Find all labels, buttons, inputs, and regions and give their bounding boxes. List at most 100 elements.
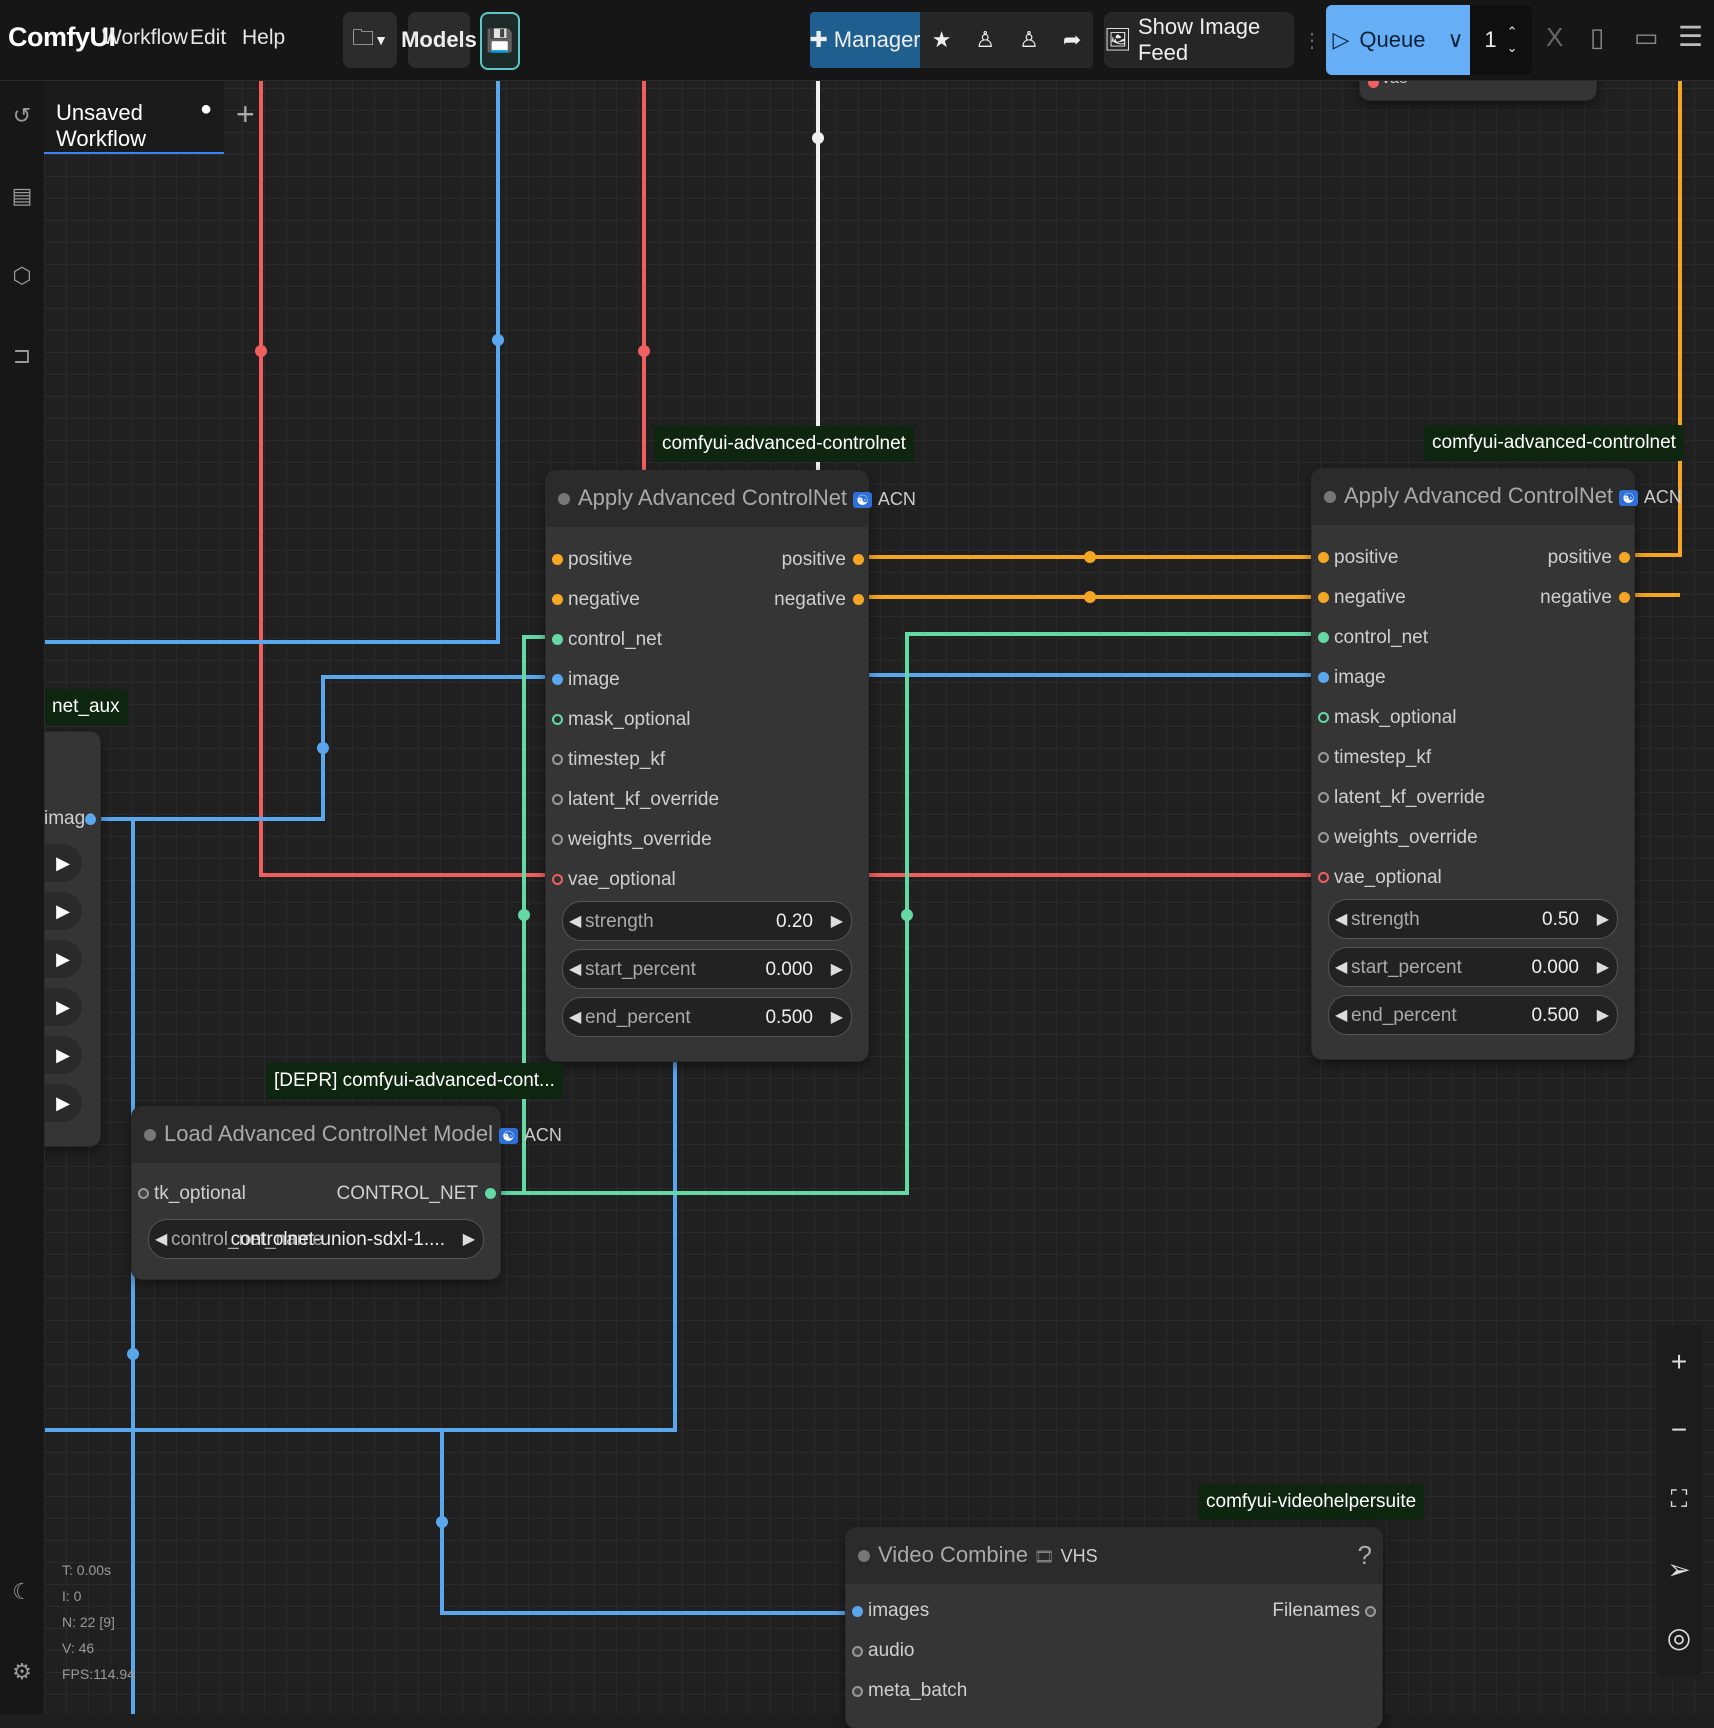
- apply1-input-timestep-kf[interactable]: [552, 754, 563, 765]
- increment-arrow-icon[interactable]: ▶: [830, 1009, 843, 1026]
- theme-moon-icon[interactable]: ☾: [12, 1579, 32, 1604]
- apply2-input-control-net[interactable]: [1318, 632, 1329, 643]
- apply2-input-vae-optional[interactable]: [1318, 872, 1329, 883]
- apply2-output-negative[interactable]: [1619, 592, 1630, 603]
- apply1-input-positive[interactable]: [552, 554, 563, 565]
- apply1-input-vae-optional[interactable]: [552, 874, 563, 885]
- decrement-arrow-icon[interactable]: ◀: [569, 961, 582, 978]
- bottom-panel-icon[interactable]: ▭: [1634, 22, 1659, 52]
- apply1-input-image[interactable]: [552, 674, 563, 685]
- menu-workflow[interactable]: Workflow: [102, 26, 188, 49]
- save-disk-button[interactable]: 💾: [480, 12, 520, 70]
- queue-button[interactable]: ▷Queue∨: [1326, 5, 1470, 75]
- filenames-output[interactable]: [1365, 1606, 1376, 1617]
- increment-arrow-icon[interactable]: ▶: [830, 961, 843, 978]
- aux-widget-5-arrow[interactable]: ▶: [44, 1036, 82, 1074]
- control-net-output[interactable]: [485, 1188, 496, 1199]
- models-button[interactable]: Models: [401, 12, 477, 68]
- menu-edit[interactable]: Edit: [190, 26, 227, 49]
- hamburger-menu-icon[interactable]: ☰: [1678, 21, 1704, 52]
- apply1-input-negative[interactable]: [552, 594, 563, 605]
- loader-titlebar[interactable]: Load Advanced ControlNet Model ☯ ACN: [132, 1107, 562, 1163]
- panel-toggle-icon[interactable]: ▯: [1590, 22, 1605, 52]
- apply-controlnet-node-1[interactable]: Apply Advanced ControlNet ☯ ACN positive…: [546, 471, 916, 1061]
- vae-slot-dot[interactable]: [1368, 77, 1379, 88]
- model-library-icon[interactable]: ⬡: [12, 263, 32, 288]
- increment-arrow-icon[interactable]: ▶: [1596, 959, 1609, 976]
- tk-optional-input[interactable]: [138, 1188, 149, 1199]
- apply2-input-timestep-kf[interactable]: [1318, 752, 1329, 763]
- apply1-titlebar[interactable]: Apply Advanced ControlNet ☯ ACN: [546, 471, 916, 527]
- apply2-input-mask-optional[interactable]: [1318, 712, 1329, 723]
- cancel-x-icon[interactable]: X: [1546, 22, 1564, 52]
- workflow-folder-button[interactable]: 🗀▼: [343, 12, 397, 68]
- decrement-arrow-icon[interactable]: ◀: [569, 913, 582, 930]
- decrement-arrow-icon[interactable]: ◀: [1335, 911, 1348, 928]
- aux-widget-1-arrow[interactable]: ▶: [44, 844, 82, 882]
- apply1-input-latent-kf-override[interactable]: [552, 794, 563, 805]
- meta-batch-input[interactable]: [852, 1686, 863, 1697]
- new-tab-plus-icon[interactable]: +: [236, 96, 255, 132]
- aux-widget-6-arrow[interactable]: ▶: [44, 1084, 82, 1122]
- apply2-input-weights-override[interactable]: [1318, 832, 1329, 843]
- increment-arrow-icon[interactable]: ▶: [1596, 1007, 1609, 1024]
- aux-image-output[interactable]: [85, 814, 96, 825]
- aux-widget-3-arrow[interactable]: ▶: [44, 940, 82, 978]
- fit-view-icon[interactable]: ⛶: [1670, 1486, 1688, 1513]
- video-titlebar[interactable]: Video Combine 🎞 VHS ?: [846, 1528, 1382, 1584]
- manager-button[interactable]: ✚Manager: [809, 12, 921, 68]
- select-next-arrow[interactable]: ▶: [462, 1231, 475, 1248]
- figure-icon-1[interactable]: ♙: [975, 27, 996, 52]
- audio-input[interactable]: [852, 1646, 863, 1657]
- apply2-input-negative[interactable]: [1318, 592, 1329, 603]
- decrement-arrow-icon[interactable]: ◀: [1335, 959, 1348, 976]
- queue-list-icon[interactable]: ▤: [11, 183, 33, 208]
- locate-icon[interactable]: ◎: [1666, 1622, 1692, 1653]
- apply1-output-positive[interactable]: [853, 554, 864, 565]
- workflows-folder-icon[interactable]: ⊐: [12, 343, 32, 368]
- video-combine-node[interactable]: Video Combine 🎞 VHS ? images audio meta_…: [846, 1528, 1382, 1728]
- increment-arrow-icon[interactable]: ▶: [1596, 911, 1609, 928]
- aux-widget-4-arrow[interactable]: ▶: [44, 988, 82, 1026]
- apply-controlnet-node-2[interactable]: Apply Advanced ControlNet ☯ ACN positive…: [1312, 469, 1682, 1059]
- apply2-output-positive[interactable]: [1619, 552, 1630, 563]
- zoom-in-icon[interactable]: +: [1670, 1346, 1688, 1377]
- menu-help[interactable]: Help: [242, 26, 286, 49]
- figure-icon-2[interactable]: ♙: [1019, 27, 1039, 52]
- video-help-icon[interactable]: ?: [1357, 1540, 1372, 1570]
- tab-unsaved-workflow[interactable]: Unsaved Workflow ●: [44, 80, 224, 154]
- settings-gear-icon[interactable]: ⚙: [12, 1659, 32, 1684]
- apply2-input-image[interactable]: [1318, 672, 1329, 683]
- apply1-input-control-net[interactable]: [552, 634, 563, 645]
- loader-collapse-dot[interactable]: [144, 1129, 156, 1141]
- images-input[interactable]: [852, 1606, 863, 1617]
- share-arrow-icon[interactable]: ➦: [1062, 27, 1082, 52]
- apply2-input-positive[interactable]: [1318, 552, 1329, 563]
- decrement-arrow-icon[interactable]: ◀: [1335, 1007, 1348, 1024]
- apply1-collapse-dot[interactable]: [558, 493, 570, 505]
- select-pointer-icon[interactable]: ➢: [1667, 1554, 1691, 1585]
- decrement-arrow-icon[interactable]: ◀: [569, 1009, 582, 1026]
- control-net-name-select[interactable]: ◀ control_net_name controlnet-union-sdxl…: [148, 1219, 484, 1259]
- star-icon[interactable]: ★: [931, 27, 952, 52]
- aux-widget-2-arrow[interactable]: ▶: [44, 892, 82, 930]
- apply1-output-negative[interactable]: [853, 594, 864, 605]
- select-prev-arrow[interactable]: ◀: [155, 1231, 168, 1248]
- apply2-input-latent-kf-override[interactable]: [1318, 792, 1329, 803]
- apply2-collapse-dot[interactable]: [1324, 491, 1336, 503]
- show-image-feed-button[interactable]: 🖼Show Image Feed: [1104, 12, 1294, 68]
- video-collapse-dot[interactable]: [858, 1550, 870, 1562]
- zoom-out-icon[interactable]: −: [1670, 1414, 1688, 1445]
- queue-count-input[interactable]: 1⌃⌄: [1470, 5, 1532, 75]
- load-controlnet-node[interactable]: Load Advanced ControlNet Model ☯ ACN tk_…: [132, 1107, 562, 1279]
- increment-arrow-icon[interactable]: ▶: [830, 913, 843, 930]
- apply1-input-mask-optional[interactable]: [552, 714, 563, 725]
- history-icon[interactable]: ↺: [12, 103, 32, 128]
- apply2-titlebar[interactable]: Apply Advanced ControlNet ☯ ACN: [1312, 469, 1682, 525]
